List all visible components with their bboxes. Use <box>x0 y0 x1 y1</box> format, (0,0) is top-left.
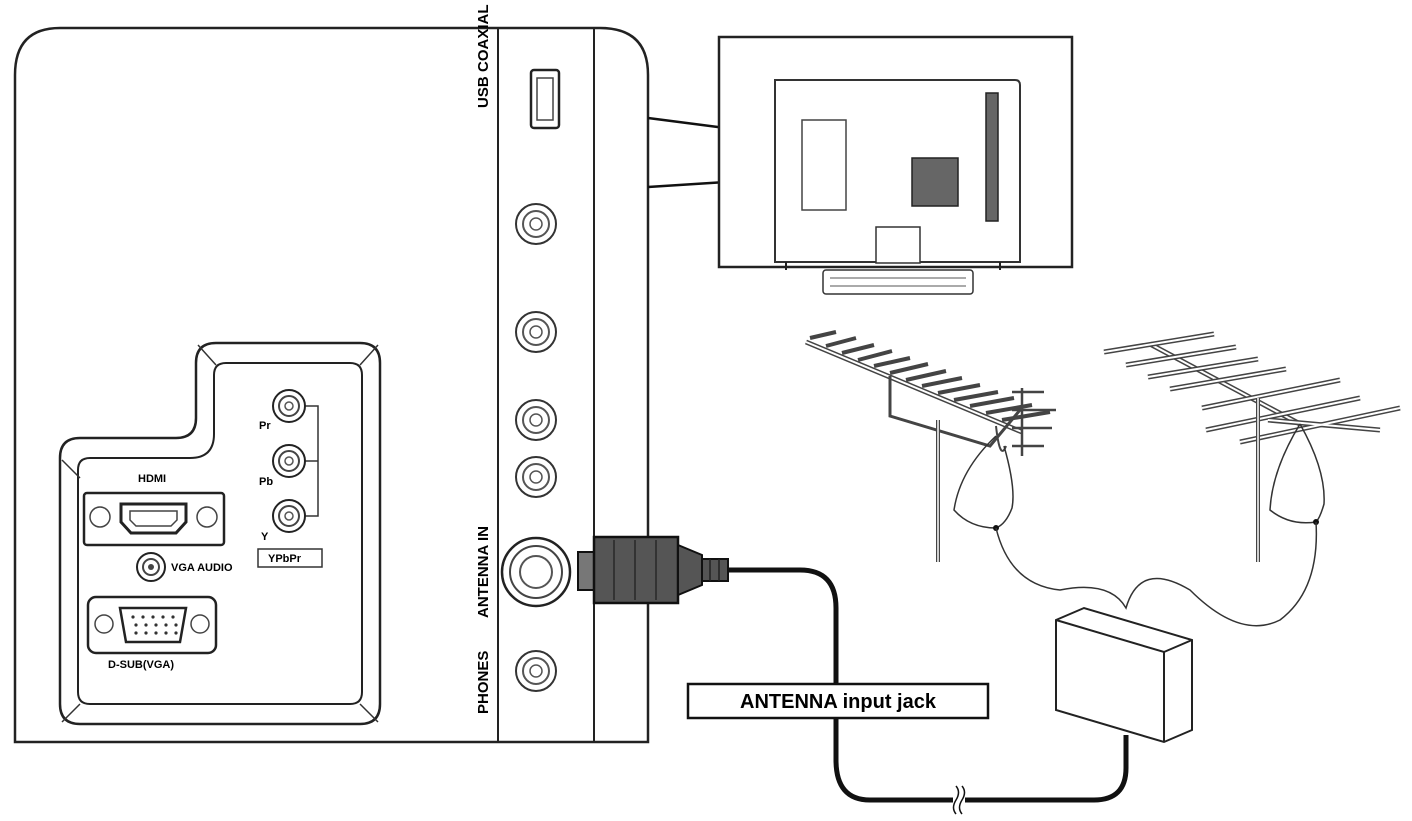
pr-jack <box>272 389 306 423</box>
ypbpr-box <box>257 548 323 568</box>
antenna-cable <box>728 567 1129 803</box>
y-jack <box>272 499 306 533</box>
side-jack-3 <box>515 399 557 441</box>
antenna-lead-wires <box>995 521 1318 627</box>
side-jack-1 <box>515 203 557 245</box>
vga-audio-label: VGA AUDIO <box>171 562 233 574</box>
ypbpr-label: YPbPr <box>268 553 302 565</box>
pb-label: Pb <box>259 476 273 488</box>
usb-port <box>529 68 561 130</box>
pb-jack <box>272 444 306 478</box>
phones-label: PHONES <box>475 651 492 714</box>
dsub-vga-port <box>86 595 218 655</box>
cable-break-mark <box>952 784 966 815</box>
coaxial-label: COAXIAL <box>475 5 492 73</box>
antenna-input-jack-callout-box <box>686 682 990 720</box>
y-label: Y <box>261 531 269 543</box>
signal-amplifier-box <box>1055 606 1193 744</box>
pr-label: Pr <box>259 420 271 432</box>
rear-input-panel <box>58 341 382 726</box>
hdmi-label: HDMI <box>138 473 166 485</box>
hdmi-port <box>82 491 226 547</box>
antenna-in-label: ANTENNA IN <box>475 526 492 618</box>
side-jack-2 <box>515 311 557 353</box>
antenna-in-jack <box>500 536 572 608</box>
tv-rear-thumbnail <box>717 35 1074 295</box>
vhf-antenna-right <box>1103 331 1401 562</box>
uhf-antenna-left <box>805 330 1056 562</box>
usb-label: USB <box>475 76 492 108</box>
phones-jack <box>515 650 557 692</box>
dsub-label: D-SUB(VGA) <box>108 659 174 671</box>
side-jack-4 <box>515 456 557 498</box>
antenna-plug <box>577 535 729 605</box>
antenna-input-jack-callout: ANTENNA input jack <box>740 691 937 713</box>
rear-panel <box>13 26 650 744</box>
vga-audio-jack <box>136 552 166 582</box>
